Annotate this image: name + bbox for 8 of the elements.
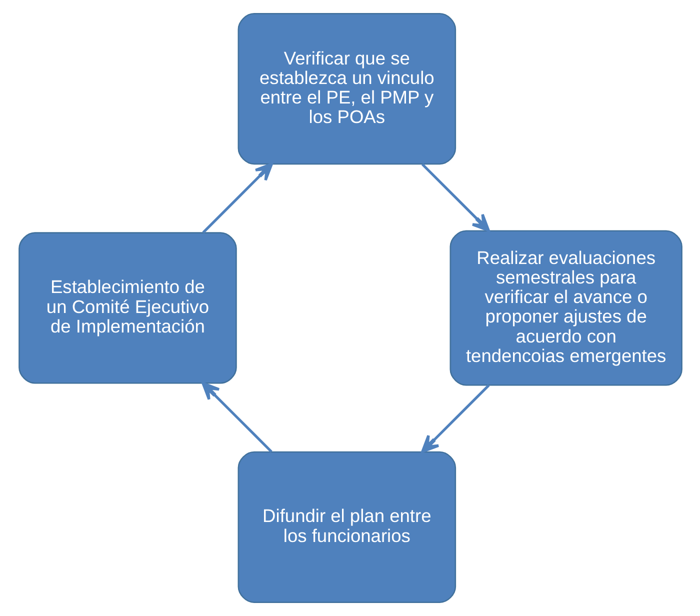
- arrow: [202, 162, 273, 234]
- node-box: Difundir el plan entre los funcionarios: [237, 451, 456, 603]
- arrow: [420, 163, 490, 232]
- arrow: [420, 384, 490, 454]
- node-box: Verificar que se establezca un vinculo entre el PE, el PMP y los POAs: [237, 13, 456, 165]
- node-box: Realizar evaluaciones semestrales para verificar el avance o proponer ajustes de acuerdo con tendencoias emergentes: [449, 230, 682, 386]
- node-box: Establecimiento de un Comité Ejecutivo de Implementación: [18, 232, 236, 384]
- arrow: [201, 382, 272, 453]
